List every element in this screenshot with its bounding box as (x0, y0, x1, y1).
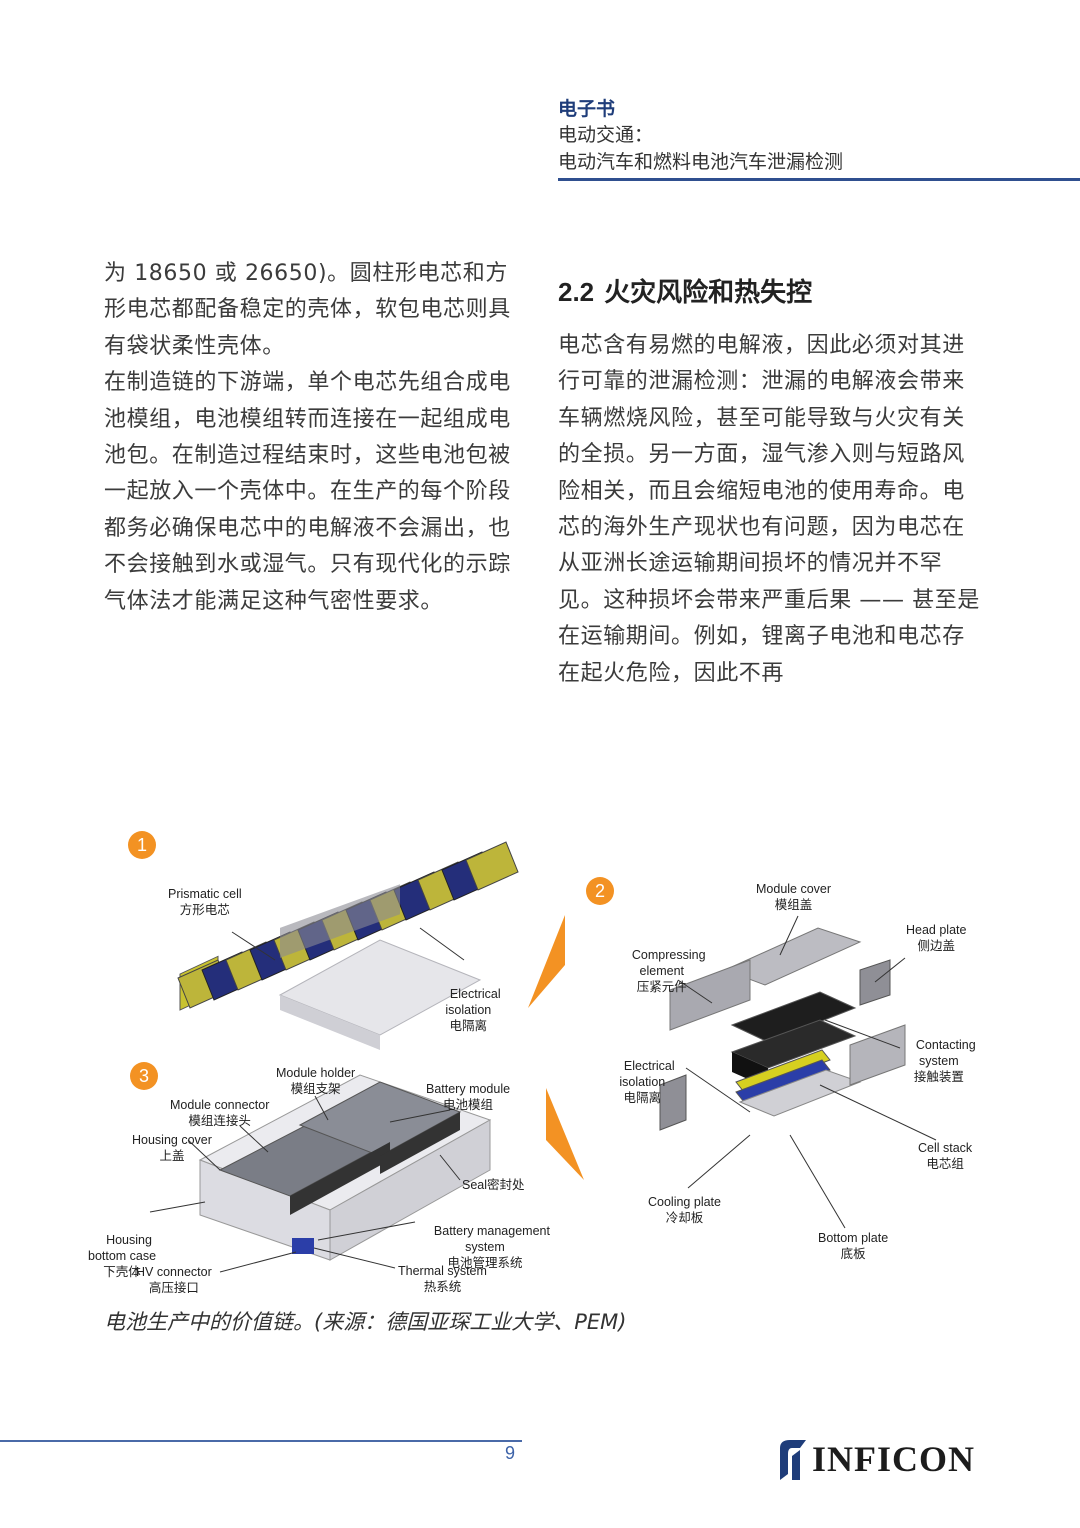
paragraph: 为 18650 或 26650)。圆柱形电芯和方形电芯都配备稳定的壳体，软包电芯… (104, 261, 511, 359)
document-header: 电子书 电动交通： 电动汽车和燃料电池汽车泄漏检测 (558, 96, 1080, 176)
paragraph: 电芯含有易燃的电解液，因此必须对其进行可靠的泄漏检测：泄漏的电解液会带来车辆燃烧… (558, 333, 980, 686)
paragraph: 在制造链的下游端，单个电芯先组合成电池模组，电池模组转而连接在一起组成电池包。在… (104, 370, 511, 614)
flow-arrow-1-to-2 (528, 915, 565, 1008)
section-number: 2.2 (558, 277, 595, 307)
step-badge-1: 1 (128, 831, 156, 859)
leader-line (419, 927, 465, 961)
right-column: 电芯含有易燃的电解液，因此必须对其进行可靠的泄漏检测：泄漏的电解液会带来车辆燃烧… (558, 328, 983, 692)
footer-rule (0, 1440, 522, 1442)
header-title-line2: 电动汽车和燃料电池汽车泄漏检测 (558, 151, 844, 173)
battery-pack-illustration (198, 1074, 492, 1261)
flow-arrow-2-to-3 (546, 1088, 584, 1180)
page-number: 9 (505, 1443, 516, 1463)
section-heading: 2.2 火灾风险和热失控 (558, 272, 812, 309)
figure-illustration (149, 841, 937, 1273)
header-title-line1: 电动交通： (558, 124, 654, 146)
header-rule (558, 178, 1080, 181)
inficon-wordmark: INFICON (812, 1439, 976, 1479)
cell-row (177, 841, 519, 1009)
step-badge-3: 3 (130, 1062, 158, 1090)
exploded-module-illustration (659, 927, 906, 1131)
ebook-label: 电子书 (558, 98, 616, 120)
panel3-leader-lines (149, 1095, 461, 1273)
inficon-logo: INFICON (772, 1436, 982, 1482)
leader-line (231, 931, 276, 961)
left-column: 为 18650 或 26650)。圆柱形电芯和方形电芯都配备稳定的壳体，软包电芯… (104, 256, 529, 620)
panel2-leader-lines (677, 915, 937, 1229)
inficon-logo-icon (780, 1440, 806, 1480)
step-badge-2: 2 (586, 877, 614, 905)
bms-block (292, 1238, 314, 1254)
figure-caption: 电池生产中的价值链。(来源：德国亚琛工业大学、PEM) (104, 1310, 627, 1334)
section-title: 火灾风险和热失控 (604, 278, 813, 308)
label-seal: Seal密封处 (462, 1178, 525, 1192)
